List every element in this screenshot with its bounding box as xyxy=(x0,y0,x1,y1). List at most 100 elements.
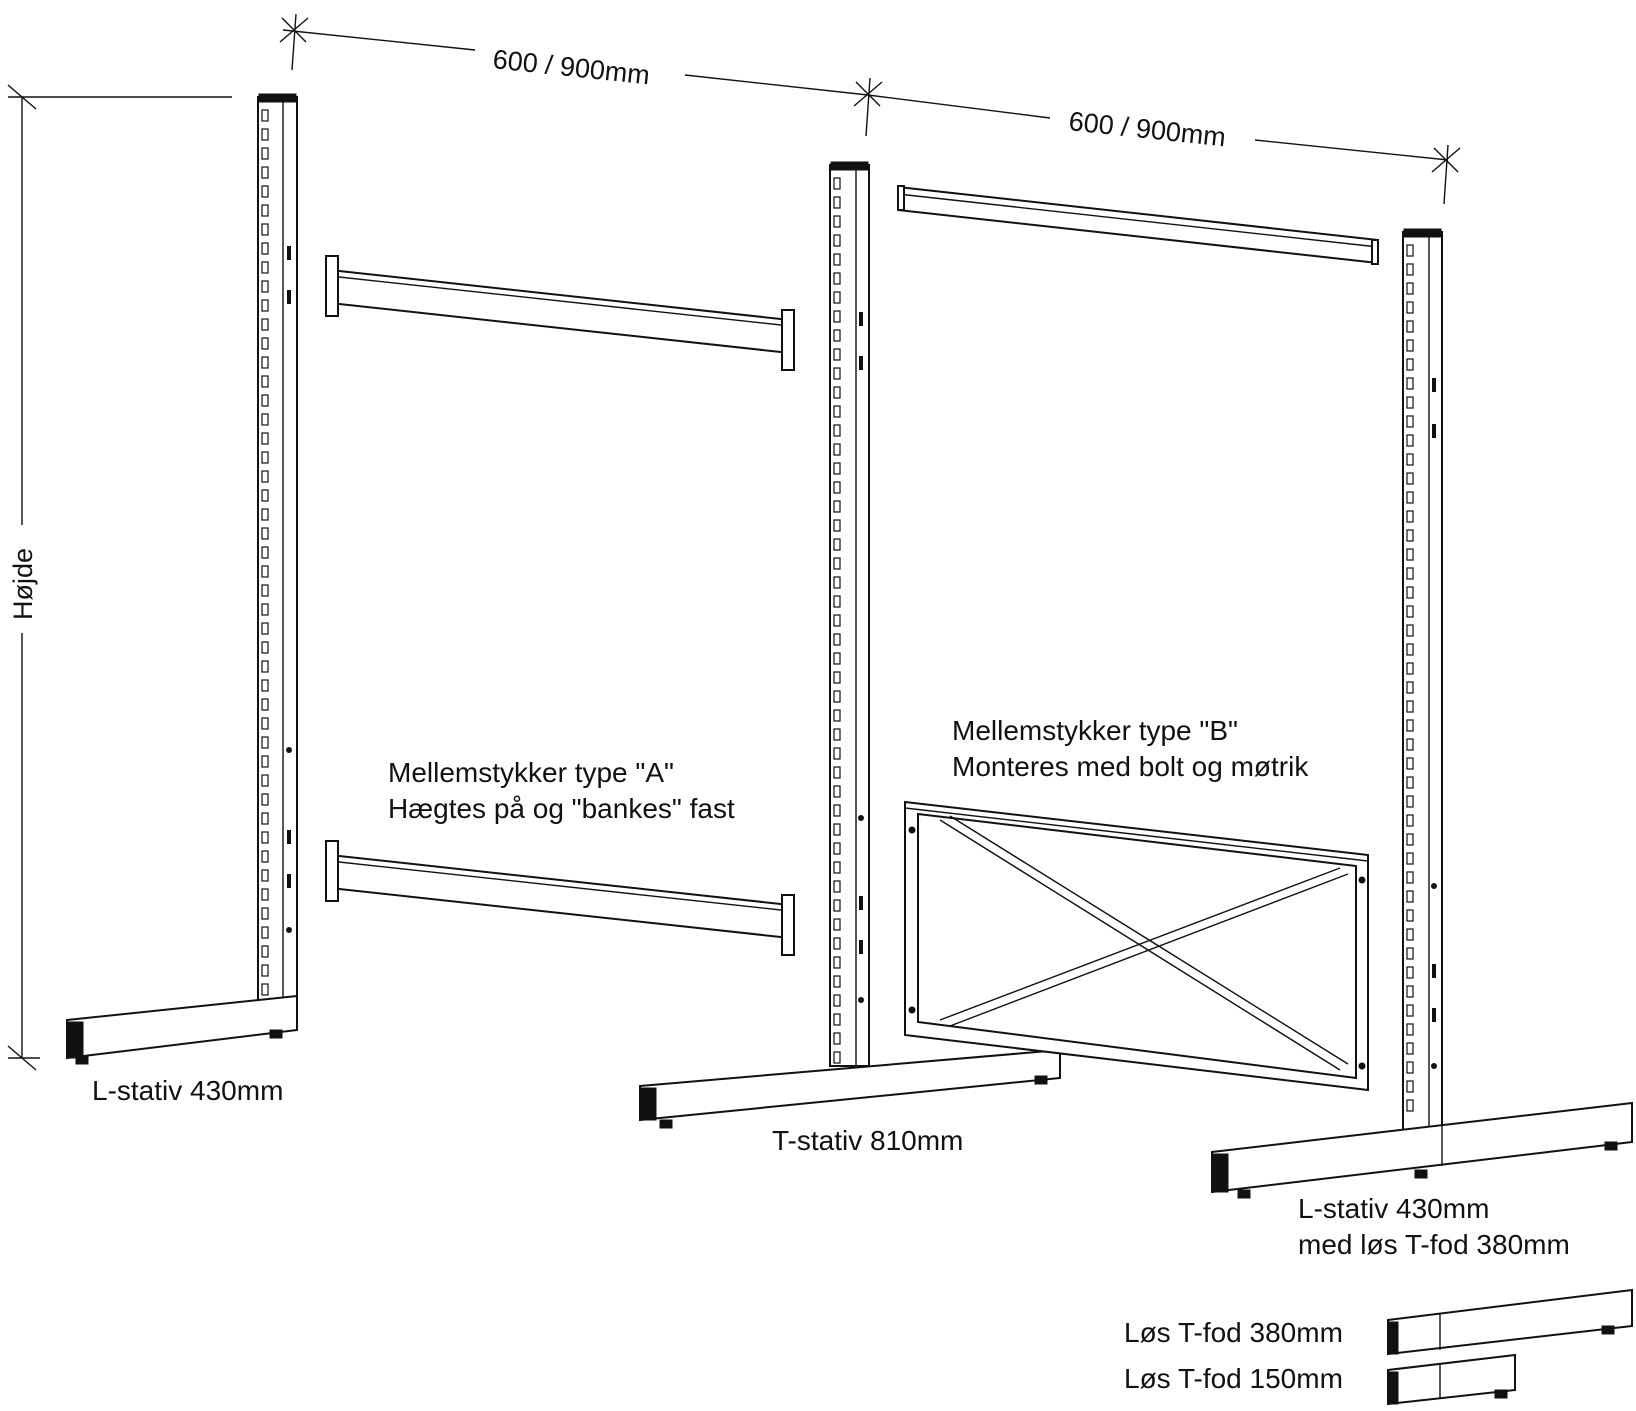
slot-mark xyxy=(1406,358,1414,371)
slot-mark xyxy=(1406,415,1414,428)
slot-mark xyxy=(261,546,269,559)
slot-mark xyxy=(1406,567,1414,580)
hole-mark xyxy=(859,356,863,370)
slot-mark xyxy=(261,660,269,673)
label-l-stand-right-2: med løs T-fod 380mm xyxy=(1298,1229,1570,1260)
slot-mark xyxy=(833,937,841,950)
slot-mark xyxy=(261,831,269,844)
slot-mark xyxy=(1406,681,1414,694)
slot-mark xyxy=(833,785,841,798)
slot-mark xyxy=(833,633,841,646)
hole-mark xyxy=(858,815,864,821)
hole-mark xyxy=(1432,964,1436,978)
slot-mark xyxy=(833,709,841,722)
hole-mark xyxy=(287,290,291,304)
slot-mark xyxy=(261,926,269,939)
slot-mark xyxy=(1406,795,1414,808)
slot-mark xyxy=(261,356,269,369)
slot-mark xyxy=(1406,719,1414,732)
dimension-height: Højde xyxy=(8,548,38,620)
slot-mark xyxy=(261,983,269,996)
slot-mark xyxy=(261,337,269,350)
slot-mark xyxy=(833,1013,841,1026)
slot-mark xyxy=(833,557,841,570)
slot-mark xyxy=(261,299,269,312)
slot-mark xyxy=(833,671,841,684)
slot-mark xyxy=(1406,605,1414,618)
slot-mark xyxy=(261,318,269,331)
slot-mark xyxy=(1406,985,1414,998)
slot-mark xyxy=(833,728,841,741)
slot-mark xyxy=(833,215,841,228)
slot-mark xyxy=(1406,377,1414,390)
slot-mark xyxy=(833,880,841,893)
slot-mark xyxy=(833,405,841,418)
slot-mark xyxy=(833,1051,841,1064)
slot-mark xyxy=(261,242,269,255)
slot-mark xyxy=(261,489,269,502)
slot-mark xyxy=(1406,776,1414,789)
slot-mark xyxy=(1406,396,1414,409)
label-type-b-2: Monteres med bolt og møtrik xyxy=(952,751,1309,782)
slot-mark xyxy=(261,622,269,635)
label-type-a-1: Mellemstykker type "A" xyxy=(388,757,674,788)
hole-mark xyxy=(859,940,863,954)
slot-mark xyxy=(261,907,269,920)
top-beam xyxy=(897,185,1379,265)
slot-mark xyxy=(1406,966,1414,979)
slot-mark xyxy=(833,1032,841,1045)
slot-mark xyxy=(1406,890,1414,903)
slot-mark xyxy=(1406,1061,1414,1074)
hole-mark xyxy=(287,874,291,888)
slot-mark xyxy=(833,823,841,836)
slot-mark xyxy=(261,584,269,597)
label-l-stand-left: L-stativ 430mm xyxy=(92,1075,283,1106)
slot-mark xyxy=(1406,453,1414,466)
hole-mark xyxy=(286,747,292,753)
slot-mark xyxy=(1406,624,1414,637)
slot-mark xyxy=(1406,472,1414,485)
right-l-stand xyxy=(1211,228,1633,1199)
slot-mark xyxy=(833,367,841,380)
slot-mark xyxy=(1406,909,1414,922)
slot-mark xyxy=(833,310,841,323)
loose-foot-380 xyxy=(1387,1288,1633,1356)
slot-mark xyxy=(1406,1099,1414,1112)
slot-mark xyxy=(1406,282,1414,295)
slot-mark xyxy=(261,888,269,901)
slot-mark xyxy=(1406,662,1414,675)
slot-mark xyxy=(1406,491,1414,504)
slot-mark xyxy=(833,576,841,589)
slot-mark xyxy=(261,166,269,179)
slot-mark xyxy=(833,500,841,513)
slot-mark xyxy=(261,679,269,692)
slot-mark xyxy=(261,698,269,711)
upright-slots xyxy=(261,109,292,996)
slot-mark xyxy=(1406,320,1414,333)
hole-mark xyxy=(859,312,863,326)
slot-mark xyxy=(833,291,841,304)
upright-slots xyxy=(1406,244,1437,1112)
slot-mark xyxy=(261,850,269,863)
slot-mark xyxy=(261,869,269,882)
label-loose-foot-380: Løs T-fod 380mm xyxy=(1124,1317,1343,1348)
slot-mark xyxy=(833,994,841,1007)
slot-mark xyxy=(261,394,269,407)
label-l-stand-right-1: L-stativ 430mm xyxy=(1298,1193,1489,1224)
left-l-stand xyxy=(66,93,298,1065)
dimension-width-2: 600 / 900mm xyxy=(1067,106,1227,152)
slot-mark xyxy=(1406,1042,1414,1055)
slot-mark xyxy=(261,204,269,217)
slot-mark xyxy=(833,386,841,399)
slot-mark xyxy=(833,614,841,627)
slot-mark xyxy=(833,975,841,988)
slot-mark xyxy=(833,348,841,361)
slot-mark xyxy=(261,261,269,274)
slot-mark xyxy=(833,443,841,456)
slot-mark xyxy=(833,272,841,285)
slot-mark xyxy=(261,945,269,958)
slot-mark xyxy=(261,375,269,388)
slot-mark xyxy=(1406,1004,1414,1017)
slot-mark xyxy=(833,519,841,532)
